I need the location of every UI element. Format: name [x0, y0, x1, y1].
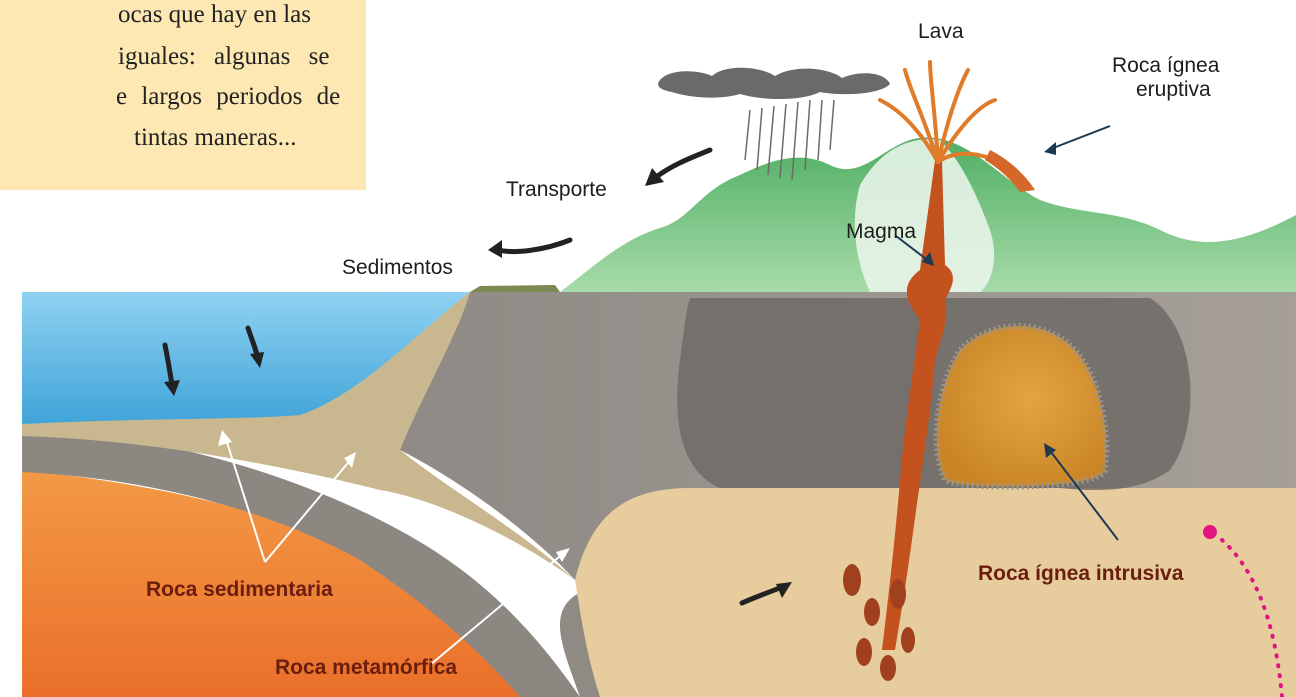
label-lava: Lava	[918, 20, 964, 43]
label-roca-ignea-eruptiva-2: eruptiva	[1136, 78, 1211, 101]
intro-line-3: e largos periodos de	[116, 80, 340, 115]
intro-line-4: tintas maneras...	[134, 121, 296, 156]
label-transporte: Transporte	[506, 178, 607, 201]
label-roca-ignea-eruptiva-1: Roca ígnea	[1112, 54, 1219, 77]
cloud	[658, 68, 890, 99]
intro-text-box: ocas que hay en las iguales: algunas se …	[0, 0, 366, 190]
label-magma: Magma	[846, 220, 916, 243]
beige-layer	[572, 488, 1296, 697]
accent-dot	[1203, 525, 1217, 539]
intro-line-1: ocas que hay en las	[118, 0, 311, 33]
label-roca-sedimentaria: Roca sedimentaria	[146, 578, 333, 601]
intro-line-2: iguales: algunas se	[118, 40, 329, 75]
shore	[470, 285, 560, 292]
label-roca-ignea-intrusiva: Roca ígnea intrusiva	[978, 562, 1183, 585]
label-roca-metamorfica: Roca metamórfica	[275, 656, 457, 679]
label-sedimentos: Sedimentos	[342, 256, 453, 279]
